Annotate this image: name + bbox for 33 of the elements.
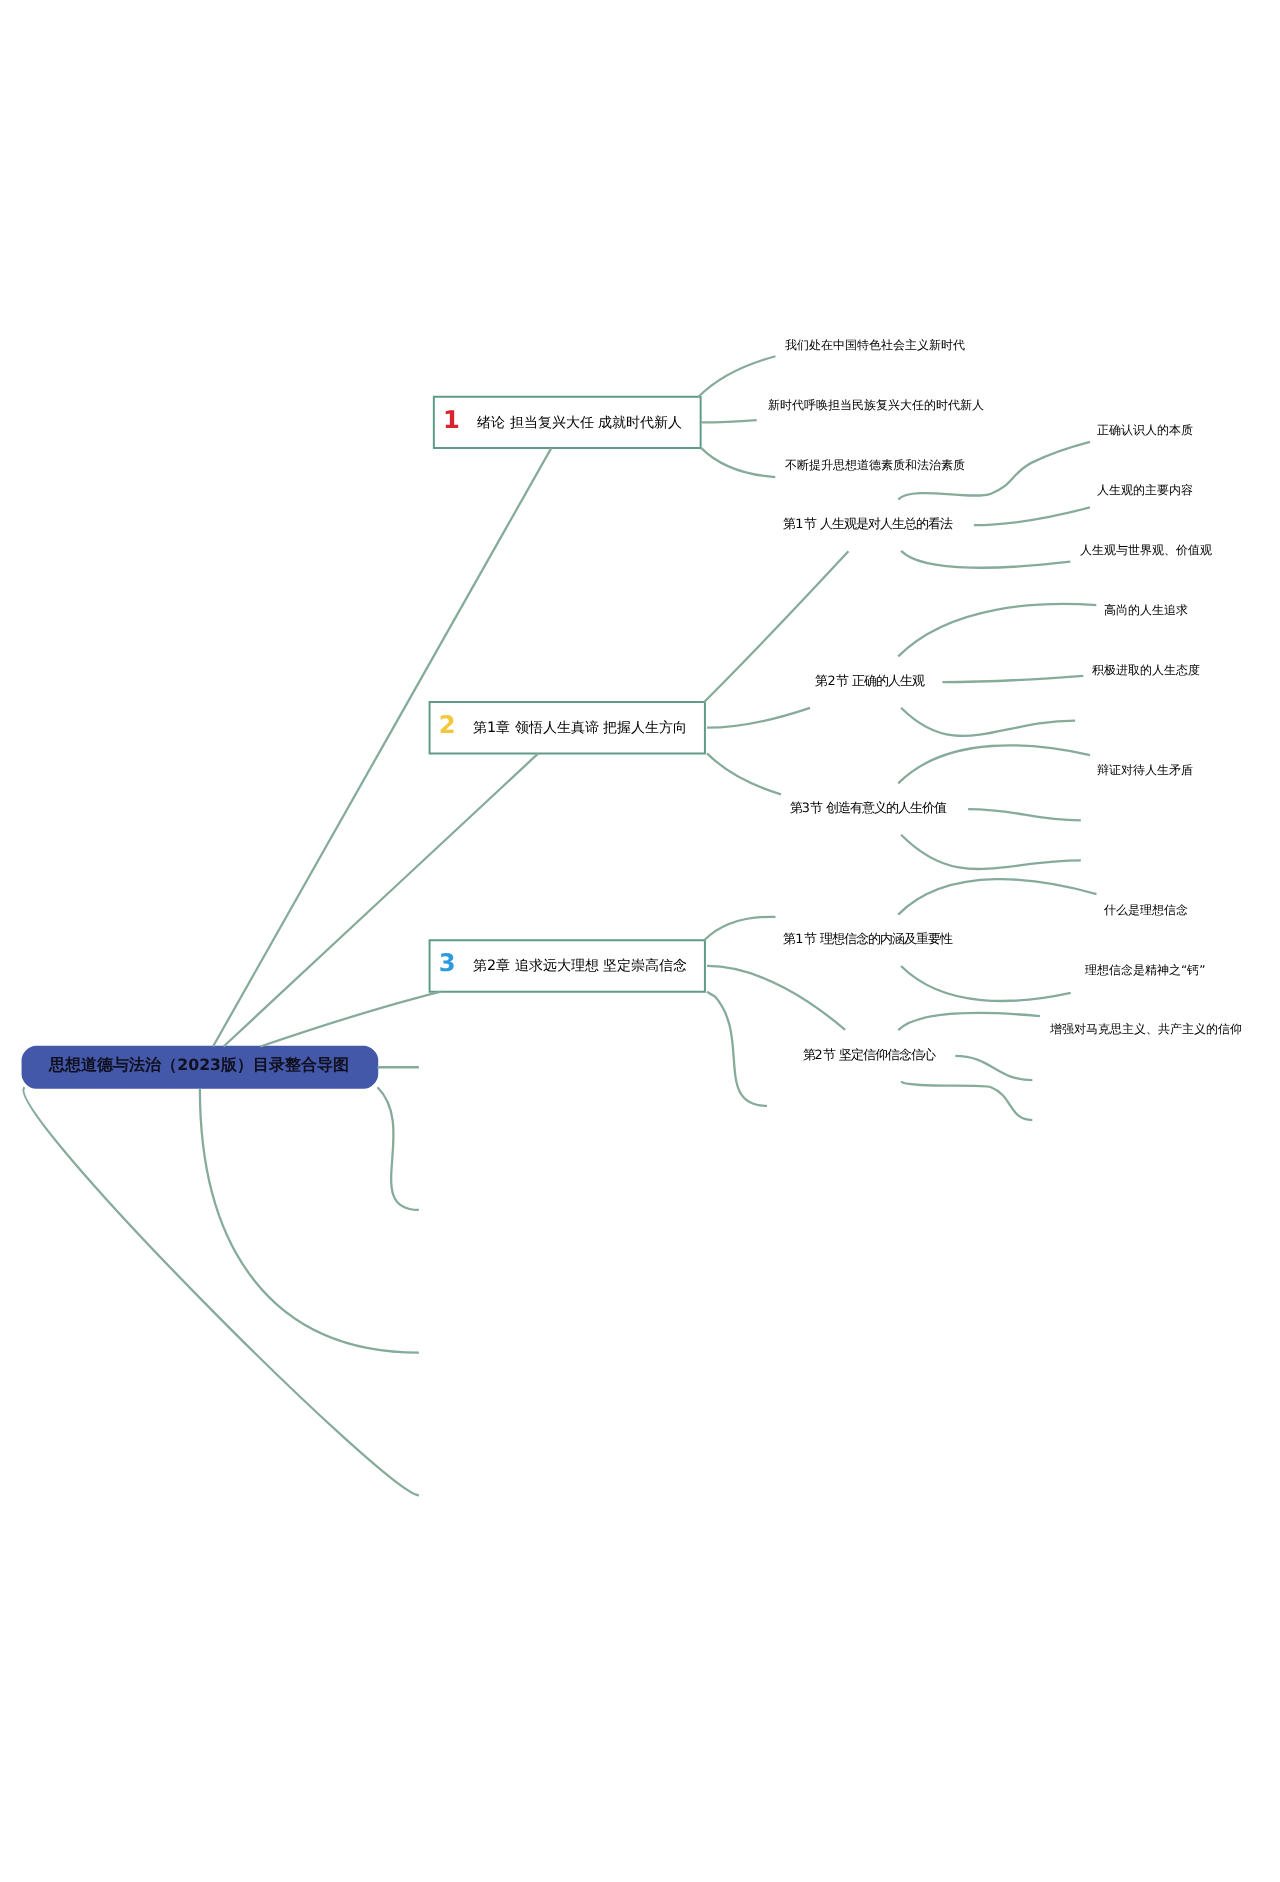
connector — [897, 1011, 1041, 1032]
connector — [377, 1066, 419, 1069]
connector — [900, 1080, 1033, 1122]
connector — [897, 744, 1091, 785]
node-box: 1 绪论 担当复兴大任 成就时代新人 — [432, 395, 702, 450]
connector — [897, 878, 1097, 916]
connector — [697, 355, 776, 398]
connector — [955, 1054, 1033, 1082]
connector — [701, 418, 757, 424]
node-box: 2 第1章 领悟人生真谛 把握人生方向 — [428, 701, 706, 755]
connector — [707, 706, 811, 729]
connector — [23, 1087, 420, 1497]
connector — [222, 752, 539, 1048]
connector — [707, 964, 846, 1031]
connector — [703, 915, 776, 942]
connector — [706, 990, 768, 1107]
connector — [897, 602, 1097, 658]
connector — [260, 990, 442, 1048]
connector — [198, 1088, 419, 1354]
connector — [973, 506, 1091, 527]
connector — [706, 752, 782, 796]
node-box: 3 第2章 追求远大理想 坚定崇高信念 — [428, 939, 706, 993]
connector — [900, 549, 1071, 569]
connector — [897, 440, 1091, 501]
connector — [968, 807, 1081, 822]
connector — [900, 706, 1076, 737]
connector — [703, 550, 850, 703]
connector — [900, 965, 1071, 1003]
connector — [942, 674, 1084, 684]
connector — [900, 833, 1081, 871]
connector — [212, 447, 553, 1048]
connector — [376, 1086, 420, 1212]
connector — [700, 447, 776, 479]
